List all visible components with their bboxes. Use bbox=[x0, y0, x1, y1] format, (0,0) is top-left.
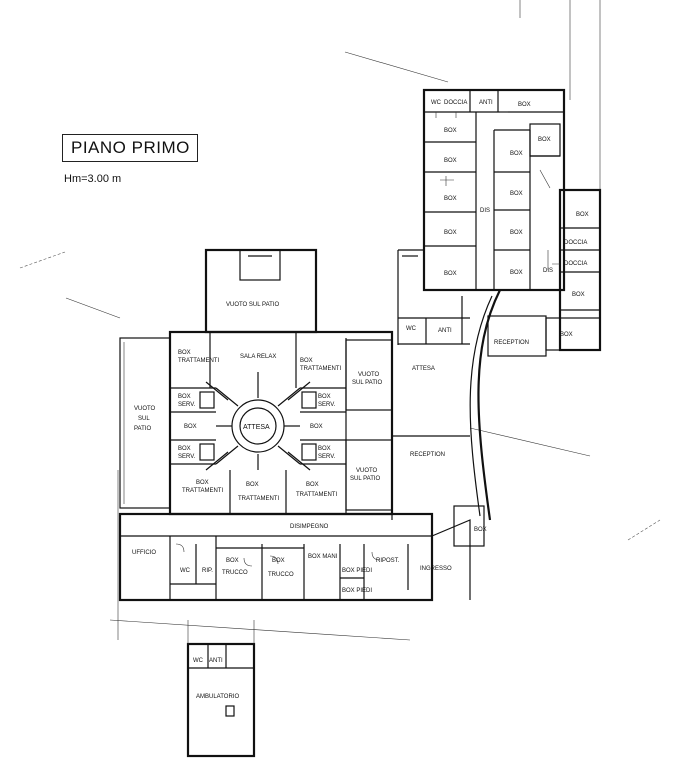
room-label-wc: WC bbox=[431, 100, 442, 106]
room-label-trattamenti: TRATTAMENTI bbox=[300, 366, 341, 372]
room-label-doccia: DOCCIA bbox=[564, 240, 587, 246]
leader-line bbox=[469, 427, 591, 457]
room-label-box: BOX bbox=[300, 358, 313, 364]
room-label-reception: RECEPTION bbox=[410, 452, 445, 458]
ceiling-height-note: Hm=3.00 m bbox=[64, 173, 122, 185]
room-label-wc: WC bbox=[180, 568, 191, 574]
room-label-patio: PATIO bbox=[134, 426, 151, 432]
room-label-box: BOX bbox=[178, 446, 191, 452]
room-label-box: BOX bbox=[196, 480, 209, 486]
room-label-box: BOX bbox=[510, 151, 523, 157]
room-label-box: BOX bbox=[572, 292, 585, 298]
room-label-serv: SERV. bbox=[318, 454, 336, 460]
room-label-box: BOX bbox=[444, 196, 457, 202]
room-label-doccia: DOCCIA bbox=[564, 261, 587, 267]
room-label-anti: ANTI bbox=[438, 328, 452, 334]
room-label-dis: DIS bbox=[480, 208, 490, 214]
room-label-sul-patio: SUL PATIO bbox=[350, 476, 381, 482]
room-label-ingresso: INGRESSO bbox=[420, 566, 452, 572]
leader-line bbox=[65, 297, 121, 319]
room-label-box: BOX bbox=[178, 394, 191, 400]
room-label-box: BOX bbox=[510, 191, 523, 197]
room-label-box: BOX bbox=[444, 230, 457, 236]
room-label-attesa: ATTESA bbox=[243, 424, 270, 431]
room-label-box: BOX bbox=[576, 212, 589, 218]
faint-mark bbox=[19, 251, 66, 269]
room-label-trattamenti: TRATTAMENTI bbox=[178, 358, 219, 364]
room-label-ambulatorio: AMBULATORIO bbox=[196, 694, 239, 700]
room-label-ufficio: UFFICIO bbox=[132, 550, 156, 556]
room-label-sala-relax: SALA RELAX bbox=[240, 354, 276, 360]
room-label-serv: SERV. bbox=[318, 402, 336, 408]
room-label-anti: ANTI bbox=[479, 100, 493, 106]
room-label-vuoto-sul-patio: VUOTO SUL PATIO bbox=[226, 302, 279, 308]
south-service-row bbox=[118, 512, 471, 602]
room-label-dis: DIS bbox=[543, 268, 553, 274]
room-label-box: BOX bbox=[310, 424, 323, 430]
room-label-box: BOX bbox=[444, 158, 457, 164]
axis-line bbox=[109, 619, 411, 641]
room-label-box: BOX bbox=[184, 424, 197, 430]
room-label-box: BOX bbox=[318, 446, 331, 452]
patio-void-left bbox=[119, 337, 171, 509]
room-label-box: BOX bbox=[272, 558, 285, 564]
room-label-rip: RIP. bbox=[202, 568, 213, 574]
room-label-box: BOX bbox=[474, 527, 487, 533]
room-label-box: BOX bbox=[444, 271, 457, 277]
faint-mark bbox=[627, 519, 661, 541]
room-label-vuoto: VUOTO bbox=[134, 406, 156, 412]
curved-facade bbox=[477, 289, 501, 521]
leader-line bbox=[344, 51, 449, 83]
room-label-trucco: TRUCCO bbox=[268, 572, 294, 578]
room-label-box: BOX bbox=[538, 137, 551, 143]
room-label-sul-patio: SUL PATIO bbox=[352, 380, 383, 386]
room-label-box-mani: BOX MANI bbox=[308, 554, 338, 560]
south-row-outline bbox=[118, 512, 434, 602]
room-label-serv: SERV. bbox=[178, 454, 196, 460]
spa-wing-north-east bbox=[422, 88, 602, 352]
patio-void-right-lower bbox=[345, 439, 393, 511]
room-label-trattamenti: TRATTAMENTI bbox=[238, 496, 279, 502]
room-label-trattamenti: TRATTAMENTI bbox=[296, 492, 337, 498]
reception-desk-upper bbox=[487, 315, 547, 357]
room-label-box: BOX bbox=[178, 350, 191, 356]
room-label-anti: ANTI bbox=[209, 658, 223, 664]
room-label-box: BOX bbox=[518, 102, 531, 108]
patio-void-top bbox=[204, 248, 318, 334]
room-label-vuoto: VUOTO bbox=[358, 372, 380, 378]
room-label-attesa: ATTESA bbox=[412, 366, 435, 372]
room-label-doccia: DOCCIA bbox=[444, 100, 467, 106]
room-label-trucco: TRUCCO bbox=[222, 570, 248, 576]
room-label-box: BOX bbox=[226, 558, 239, 564]
room-label-ripost: RIPOST. bbox=[376, 558, 400, 564]
ambulatorio-wing bbox=[186, 620, 256, 758]
room-label-box-piedi: BOX PIEDI bbox=[342, 568, 372, 574]
room-label-wc: WC bbox=[406, 326, 417, 332]
room-label-box: BOX bbox=[318, 394, 331, 400]
room-label-box: BOX bbox=[444, 128, 457, 134]
room-label-sul: SUL bbox=[138, 416, 150, 422]
corridor-to-reception bbox=[397, 249, 547, 521]
room-label-trattamenti: TRATTAMENTI bbox=[182, 488, 223, 494]
room-label-serv: SERV. bbox=[178, 402, 196, 408]
plan-title: PIANO PRIMO bbox=[62, 134, 198, 162]
waiting-reception-area bbox=[391, 344, 485, 547]
room-label-box: BOX bbox=[560, 332, 573, 338]
room-label-box: BOX bbox=[306, 482, 319, 488]
room-label-box: BOX bbox=[246, 482, 259, 488]
room-label-box: BOX bbox=[510, 230, 523, 236]
room-label-box-piedi: BOX PIEDI bbox=[342, 588, 372, 594]
room-label-vuoto: VUOTO bbox=[356, 468, 378, 474]
room-label-wc: WC bbox=[193, 658, 204, 664]
ambulatorio-outline bbox=[186, 642, 256, 758]
box-near-entrance bbox=[453, 505, 485, 547]
room-label-box: BOX bbox=[510, 270, 523, 276]
room-label-reception: RECEPTION bbox=[494, 340, 529, 346]
room-label-disimpegno: DISIMPEGNO bbox=[290, 524, 329, 530]
